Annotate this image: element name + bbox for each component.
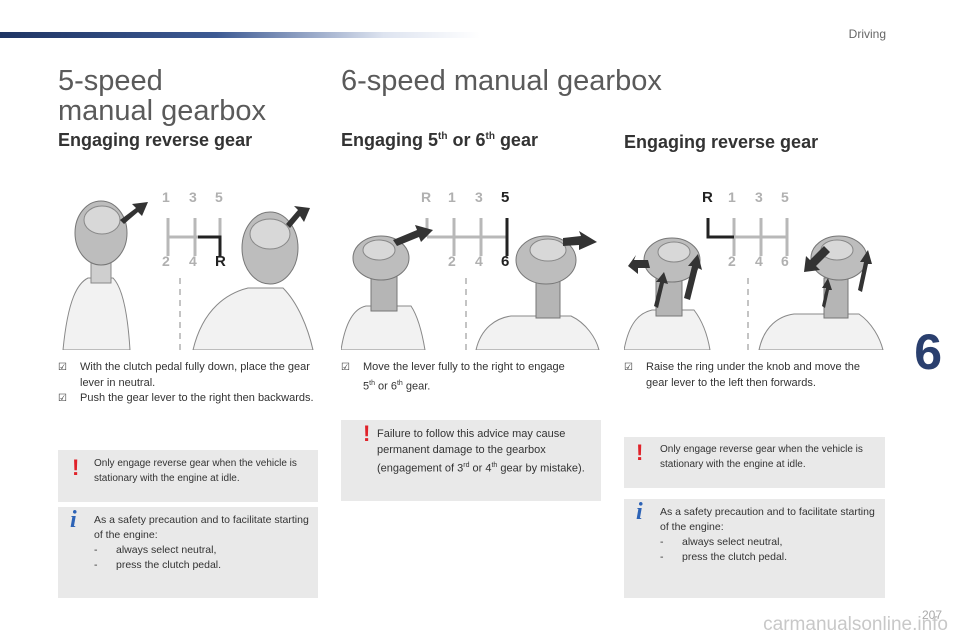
warning-part: or 4: [469, 462, 492, 475]
section-title: Driving: [848, 27, 886, 41]
five-speed-reverse-heading: Engaging reverse gear: [58, 130, 253, 150]
info-item-text: press the clutch pedal.: [116, 559, 222, 571]
step-item: ☑ Push the gear lever to the right then b…: [58, 391, 318, 407]
step-item: ☑ Raise the ring under the knob and move …: [624, 360, 885, 391]
dash: -: [94, 559, 98, 571]
six-speed-reverse-illustration: R 1 3 5 2 4 6: [624, 178, 885, 350]
info-list-item: - always select neutral,: [94, 543, 310, 558]
gear-label-4: 4: [475, 253, 483, 269]
warning-icon: !: [72, 455, 80, 480]
dash: -: [660, 551, 664, 563]
step-text: Move the lever fully to the right to eng…: [363, 360, 571, 395]
warning-text: Only engage reverse gear when the vehicl…: [94, 458, 297, 484]
warning-part: Failure to follow this advice may cause …: [377, 428, 566, 475]
heading-sup: th: [485, 131, 495, 142]
gear-label-r: R: [421, 189, 431, 205]
six-speed-reverse-heading: Engaging reverse gear: [624, 132, 819, 152]
checkbox-icon: ☑: [341, 362, 350, 373]
gear-label-r: R: [702, 189, 713, 206]
info-item-text: press the clutch pedal.: [682, 551, 788, 563]
six-speed-reverse-info-box: i As a safety precaution and to facilita…: [624, 499, 885, 598]
gear-label-4: 4: [755, 253, 763, 269]
step-item: ☑ Move the lever fully to the right to en…: [341, 360, 571, 395]
gear-label-3: 3: [475, 189, 483, 205]
five-speed-title: 5-speed manual gearbox: [58, 66, 266, 126]
five-speed-info-box: i As a safety precaution and to facilita…: [58, 507, 318, 598]
watermark: carmanualsonline.info: [763, 614, 948, 635]
six-speed-fifth-sixth-illustration: R 1 3 2 4 5 6: [341, 178, 601, 350]
info-item-text: always select neutral,: [682, 536, 783, 548]
info-list-item: - press the clutch pedal.: [94, 558, 310, 573]
warning-sup: th: [491, 462, 498, 469]
step-part: gear.: [402, 380, 431, 393]
six-speed-fifth-steps: ☑ Move the lever fully to the right to en…: [341, 360, 571, 395]
step-sup: th: [396, 379, 403, 387]
chapter-number: 6: [914, 324, 942, 380]
info-intro: As a safety precaution and to facilitate…: [660, 506, 875, 533]
warning-sup: rd: [463, 462, 470, 469]
warning-part: gear by mistake).: [497, 462, 585, 475]
gear-label-2: 2: [162, 253, 170, 269]
dash: -: [94, 544, 98, 556]
info-intro: As a safety precaution and to facilitate…: [94, 514, 309, 541]
checkbox-icon: ☑: [58, 393, 67, 404]
gear-label-4: 4: [189, 253, 197, 269]
heading-part: gear: [494, 130, 538, 150]
six-speed-reverse-steps: ☑ Raise the ring under the knob and move …: [624, 360, 885, 391]
heading-part: Engaging 5: [341, 130, 439, 150]
gear-label-5: 5: [781, 189, 789, 205]
title-line-1: 5-speed: [58, 65, 163, 97]
gear-label-6: 6: [781, 253, 789, 269]
warning-icon: !: [636, 440, 644, 465]
gear-label-5: 5: [501, 189, 509, 206]
warning-text: Failure to follow this advice may cause …: [377, 426, 593, 477]
five-speed-warning-box: ! Only engage reverse gear when the vehi…: [58, 450, 318, 502]
step-text: Raise the ring under the knob and move t…: [646, 361, 861, 389]
five-speed-steps: ☑ With the clutch pedal fully down, place…: [58, 360, 318, 407]
step-part: or 6: [374, 380, 397, 393]
gear-label-3: 3: [755, 189, 763, 205]
info-icon: i: [70, 507, 77, 533]
gear-label-r: R: [215, 253, 226, 270]
gear-label-2: 2: [448, 253, 456, 269]
dash: -: [660, 536, 664, 548]
gear-label-6: 6: [501, 253, 509, 270]
gear-label-1: 1: [162, 189, 170, 205]
warning-text: Only engage reverse gear when the vehicl…: [660, 444, 863, 470]
step-text: Push the gear lever to the right then ba…: [80, 392, 314, 404]
checkbox-icon: ☑: [58, 362, 67, 373]
gear-label-1: 1: [728, 189, 736, 205]
info-text: As a safety precaution and to facilitate…: [94, 513, 310, 573]
heading-part: or 6: [447, 130, 486, 150]
step-sup: th: [369, 379, 375, 387]
six-speed-fifth-warning-box: ! Failure to follow this advice may caus…: [341, 420, 601, 501]
step-text: With the clutch pedal fully down, place …: [80, 361, 310, 389]
gear-label-3: 3: [189, 189, 197, 205]
gear-label-5: 5: [215, 189, 223, 205]
gear-label-1: 1: [448, 189, 456, 205]
info-item-text: always select neutral,: [116, 544, 217, 556]
warning-icon: !: [363, 421, 371, 446]
header-color-bar: [0, 32, 480, 38]
title-line-2: manual gearbox: [58, 95, 266, 127]
gear-label-2: 2: [728, 253, 736, 269]
step-item: ☑ With the clutch pedal fully down, place…: [58, 360, 318, 391]
info-icon: i: [636, 499, 643, 525]
six-speed-reverse-warning-box: ! Only engage reverse gear when the vehi…: [624, 437, 885, 488]
page-number: 207: [921, 608, 942, 622]
step-part: Move the lever fully to the right to eng…: [363, 361, 565, 393]
info-text: As a safety precaution and to facilitate…: [660, 505, 877, 565]
checkbox-icon: ☑: [624, 362, 633, 373]
six-speed-fifth-sixth-heading: Engaging 5th or 6th gear: [341, 130, 538, 151]
heading-sup: th: [438, 131, 448, 142]
six-speed-title: 6-speed manual gearbox: [341, 65, 662, 97]
info-list-item: - always select neutral,: [660, 535, 877, 550]
info-list-item: - press the clutch pedal.: [660, 550, 877, 565]
five-speed-reverse-illustration: 1 3 5 2 4 R: [58, 178, 318, 350]
